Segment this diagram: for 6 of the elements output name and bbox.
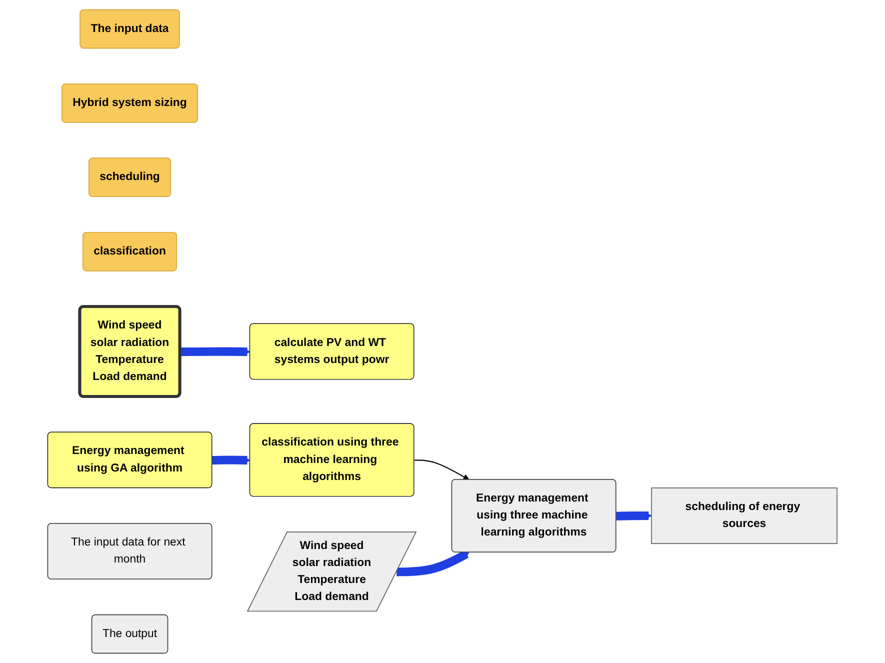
- node-box: scheduling of energy sources: [651, 488, 838, 544]
- arrow: [396, 550, 470, 576]
- arrow: [210, 456, 250, 465]
- arrow: [614, 511, 652, 520]
- arrow: [180, 347, 250, 356]
- arrow: [414, 460, 470, 480]
